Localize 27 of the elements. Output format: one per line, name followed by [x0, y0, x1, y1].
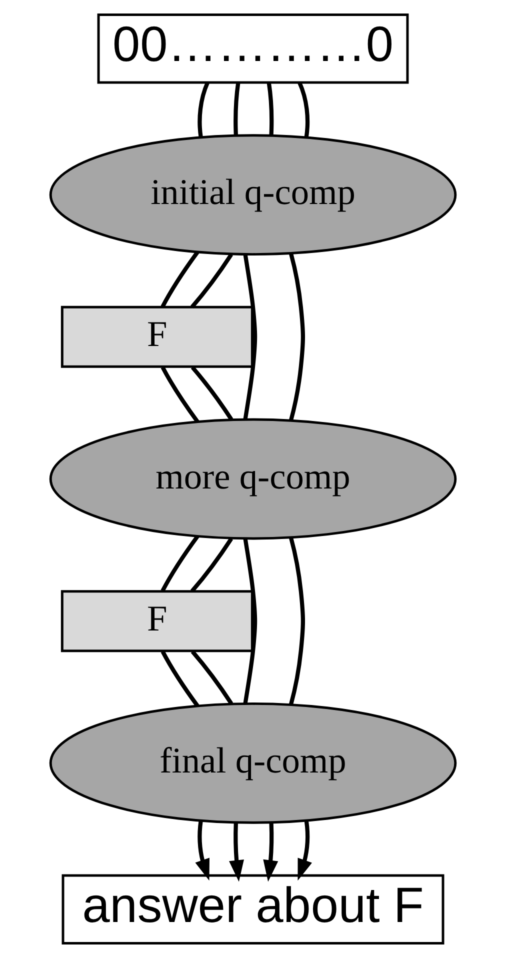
connector [288, 253, 304, 421]
node-box: F [60, 590, 253, 652]
connector [242, 538, 257, 704]
node-ellipse: more q-comp [48, 418, 456, 540]
connector [160, 650, 199, 708]
node-ellipse: final q-comp [48, 702, 456, 824]
connector [288, 537, 304, 705]
arrow [228, 822, 244, 882]
arrow [194, 821, 209, 881]
connector [197, 82, 209, 138]
connector [297, 82, 310, 138]
node-box: F [60, 306, 253, 368]
connector [190, 366, 233, 421]
connector [190, 538, 232, 592]
connector [266, 82, 274, 136]
connector [190, 650, 233, 705]
arrow [297, 821, 312, 881]
connector [190, 253, 232, 308]
connector [242, 254, 257, 420]
connector [160, 366, 199, 423]
node-box: 00…………0 [96, 14, 408, 84]
node-ellipse: initial q-comp [48, 134, 456, 256]
connector [233, 82, 240, 136]
node-box: answer about F [61, 874, 444, 944]
connector [160, 535, 199, 592]
connector [160, 250, 199, 308]
arrow [262, 822, 278, 882]
